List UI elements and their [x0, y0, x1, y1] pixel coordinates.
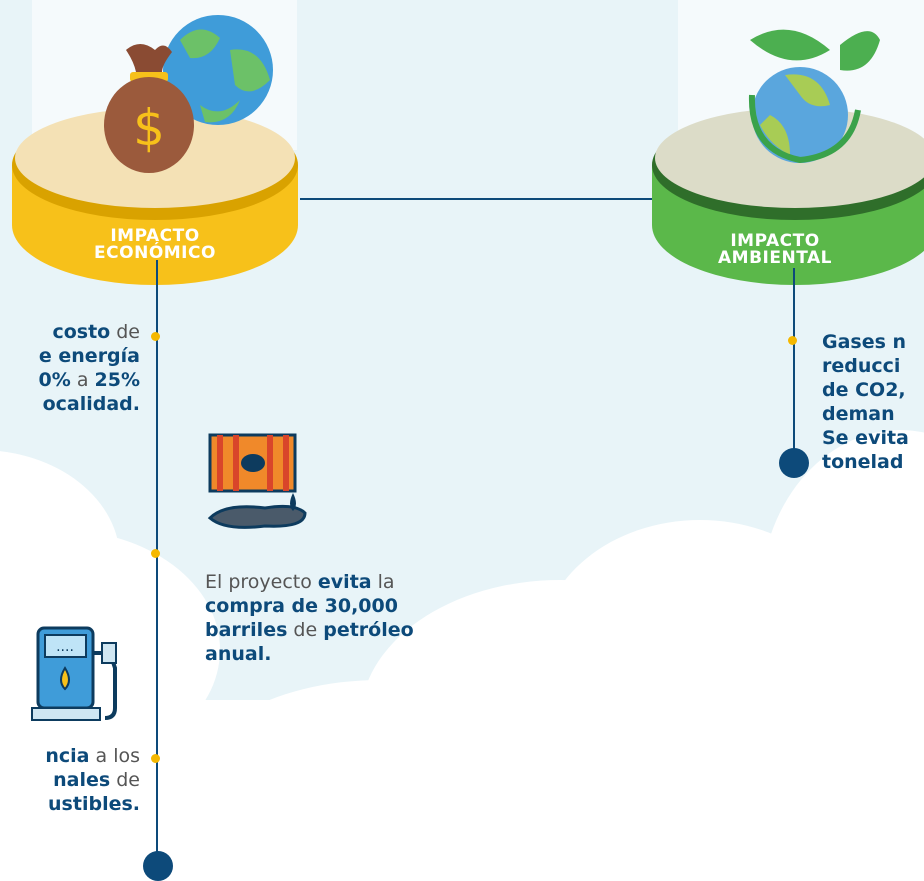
economic-title: IMPACTO ECONÓMICO — [80, 228, 230, 262]
leaf-globe-icon — [748, 29, 880, 164]
connector-line — [300, 198, 660, 200]
environmental-title: IMPACTO AMBIENTAL — [715, 233, 835, 267]
timeline-dot — [151, 549, 160, 558]
environmental-item: Gases n reducci de CO2, deman Se evita t… — [822, 331, 909, 473]
timeline-dot — [151, 754, 160, 763]
economic-item-3: ncia a los nales de ustibles. — [45, 745, 140, 815]
svg-text:$: $ — [133, 99, 165, 157]
timeline-endcap — [779, 448, 809, 478]
svg-text:....: .... — [56, 639, 74, 655]
timeline-endcap — [143, 851, 173, 881]
economic-item-2: El proyecto evita la compra de 30,000 ba… — [205, 571, 414, 665]
money-bag-icon: $ — [104, 15, 273, 173]
economic-timeline-line — [156, 260, 158, 865]
economic-title-line1: IMPACTO — [110, 226, 200, 246]
environmental-title-line2: AMBIENTAL — [718, 248, 832, 268]
economic-title-line2: ECONÓMICO — [94, 243, 216, 263]
oil-barrel-icon — [207, 433, 307, 529]
fuel-pump-icon: .... — [31, 626, 117, 721]
environmental-title-line1: IMPACTO — [730, 231, 820, 251]
environmental-timeline-line — [793, 268, 795, 458]
timeline-dot — [151, 332, 160, 341]
economic-item-1: costo de e energía 0% a 25% ocalidad. — [38, 321, 140, 415]
timeline-dot — [788, 336, 797, 345]
